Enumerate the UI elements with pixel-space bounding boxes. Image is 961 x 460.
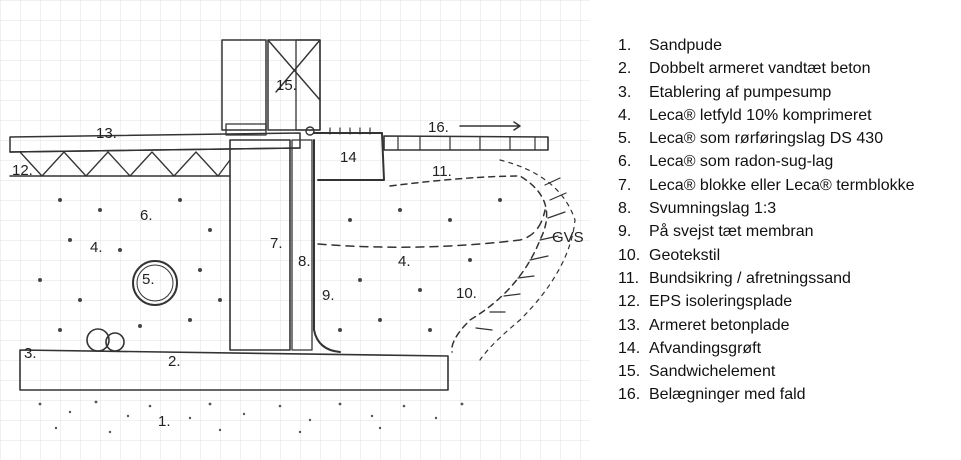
label-4a: 4. <box>90 239 103 256</box>
legend-text: Sandwichelement <box>649 363 776 381</box>
legend-number: 10. <box>618 246 641 264</box>
label-4b: 4. <box>398 253 411 270</box>
label-14: 14 <box>340 149 357 166</box>
legend-item: 10. Geotekstil <box>618 244 914 267</box>
sandwich-element <box>221 39 321 131</box>
legend-number: 14. <box>618 339 641 357</box>
legend-text: Etablering af pumpesump <box>649 83 832 101</box>
legend-text: Sandpude <box>649 37 722 54</box>
legend-number: 16. <box>618 386 641 404</box>
legend-number: 13. <box>618 316 641 334</box>
legend-item: 7. Leca® blokke eller Leca® termblokke <box>618 174 914 197</box>
label-16: 16. <box>428 119 449 136</box>
legend-item: 6. Leca® som radon-sug-lag <box>618 150 914 173</box>
legend-item: 2. Dobbelt armeret vandtæt beton <box>618 57 914 80</box>
label-13: 13. <box>96 125 117 142</box>
pipes <box>86 260 178 352</box>
paving-with-slope <box>383 121 549 151</box>
legend-text: Leca® som radon-sug-lag <box>649 153 834 171</box>
legend-item: 8. Svumningslag 1:3 <box>618 197 914 220</box>
construction-sketch: 1. 2. 3. 4. 4. 5. 6. 7. 8. 9. 10. 11. 12… <box>0 0 590 460</box>
sand-cushion <box>38 400 464 434</box>
bottom-slab <box>19 349 449 391</box>
label-gvs: GVS <box>552 229 584 246</box>
membrane-lines <box>317 159 576 361</box>
legend-text: Bundsikring / afretningssand <box>649 269 851 287</box>
legend-text: Belægninger med fald <box>649 386 806 404</box>
legend-list: 1. Sandpude 2. Dobbelt armeret vandtæt beto… <box>618 34 914 407</box>
label-12: 12. <box>12 162 33 179</box>
legend-number: 7. <box>618 176 632 194</box>
label-6: 6. <box>140 207 153 224</box>
legend-number: 9. <box>618 223 632 241</box>
drainage-ditch <box>305 126 385 181</box>
legend-item: 16. Belægninger med fald <box>618 383 914 406</box>
label-3: 3. <box>24 345 37 362</box>
eps-insulation <box>9 147 301 177</box>
legend-text: Afvandingsgrøft <box>649 339 762 357</box>
label-2: 2. <box>168 353 181 370</box>
legend-text: Geotekstil <box>649 246 721 264</box>
leca-fill <box>38 198 502 332</box>
legend-item: 15. Sandwichelement <box>618 360 914 383</box>
legend-text: Svumningslag 1:3 <box>649 200 777 218</box>
legend-number: 4. <box>618 106 632 124</box>
legend-text: Leca® letfyld 10% komprimeret <box>649 106 872 124</box>
paper-grid <box>0 0 590 460</box>
legend-item: 4. Leca® letfyld 10% komprimeret <box>618 104 914 127</box>
legend-item: 14. Afvandingsgrøft <box>618 337 914 360</box>
legend-number: 6. <box>618 153 632 171</box>
legend-number: 3. <box>618 83 632 101</box>
legend-number: 15. <box>618 363 641 381</box>
legend-text: Armeret betonplade <box>649 316 790 334</box>
legend-item: 3. Etablering af pumpesump <box>618 81 914 104</box>
label-11: 11. <box>432 163 452 180</box>
label-8: 8. <box>298 253 311 270</box>
legend-text: Leca® blokke eller Leca® termblokke <box>649 176 915 194</box>
legend-item: 9. På svejst tæt membran <box>618 220 914 243</box>
label-7: 7. <box>270 235 283 252</box>
legend-text: Leca® som rørføringslag DS 430 <box>649 130 884 148</box>
legend-item: 13. Armeret betonplade <box>618 314 914 337</box>
legend-number: 12. <box>618 293 641 311</box>
legend-item: 5. Leca® som rørføringslag DS 430 <box>618 127 914 150</box>
legend-number: 5. <box>618 130 632 148</box>
label-10: 10. <box>456 285 477 302</box>
legend-number: 8. <box>618 200 632 218</box>
legend-number: 1. <box>618 37 632 54</box>
legend-text: EPS isoleringsplade <box>649 293 793 311</box>
legend-number: 11. <box>618 269 640 287</box>
legend-item: 11. Bundsikring / afretningssand <box>618 267 914 290</box>
legend-number: 2. <box>618 60 632 78</box>
legend-item: 1. Sandpude <box>618 34 914 57</box>
label-15: 15. <box>276 77 297 94</box>
legend-text: Dobbelt armeret vandtæt beton <box>649 60 871 78</box>
label-1: 1. <box>158 413 171 430</box>
leca-block-wall <box>229 139 341 353</box>
label-5: 5. <box>142 271 155 288</box>
legend-item: 12. EPS isoleringsplade <box>618 290 914 313</box>
legend-text: På svejst tæt membran <box>649 223 814 241</box>
label-9: 9. <box>322 287 335 304</box>
